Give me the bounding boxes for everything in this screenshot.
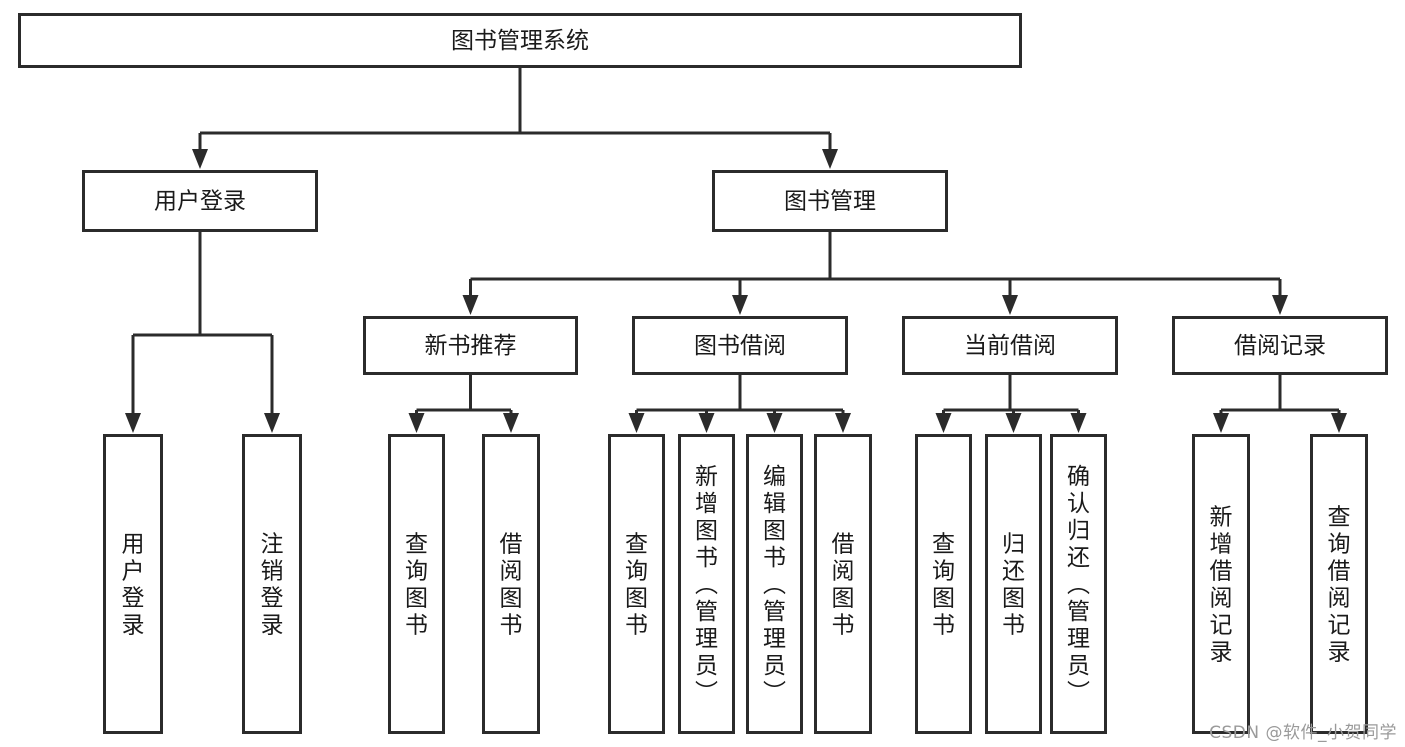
node-box-root[interactable] [18,13,1022,68]
node-box-leaf-user-logout[interactable] [242,434,302,734]
node-box-leaf-current-query-book[interactable] [915,434,972,734]
node-box-leaf-borrow-add-book[interactable] [678,434,735,734]
node-box-leaf-current-confirm-return[interactable] [1050,434,1107,734]
node-box-leaf-rec-query-book[interactable] [388,434,445,734]
arrow-head-icon [408,413,425,433]
node-label-leaf-borrow-borrow-book: 借阅图书 [832,532,855,639]
arrow-head-icon [1272,295,1288,315]
arrow-head-icon [1213,413,1229,433]
node-label-current-borrow: 当前借阅 [964,333,1056,359]
node-label-leaf-current-return-book: 归还图书 [1002,532,1025,639]
node-leaf-borrow-query-book[interactable]: 查询图书 [608,434,665,734]
node-label-leaf-rec-query-book: 查询图书 [405,532,428,639]
node-box-new-book-rec[interactable] [363,316,578,375]
arrow-head-icon [835,413,851,433]
node-label-leaf-user-logout: 注销登录 [261,532,284,639]
node-current-borrow[interactable]: 当前借阅 [902,316,1118,375]
node-user-login[interactable]: 用户登录 [82,170,318,232]
arrow-head-icon [1331,413,1347,433]
node-leaf-rec-query-book[interactable]: 查询图书 [388,434,445,734]
arrow-head-icon [766,413,783,433]
node-layer: 图书管理系统用户登录图书管理新书推荐图书借阅当前借阅借阅记录用户登录注销登录查询… [18,13,1388,734]
node-book-borrow[interactable]: 图书借阅 [632,316,848,375]
node-box-leaf-current-return-book[interactable] [985,434,1042,734]
node-box-leaf-borrow-query-book[interactable] [608,434,665,734]
node-label-leaf-current-query-book: 查询图书 [932,532,955,639]
node-box-leaf-record-add[interactable] [1192,434,1250,734]
node-label-user-login: 用户登录 [154,189,246,215]
node-label-new-book-rec: 新书推荐 [425,333,517,359]
node-label-book-borrow: 图书借阅 [694,333,786,359]
arrow-head-icon [1002,295,1018,315]
node-leaf-current-confirm-return[interactable]: 确认归还︵管理员︶ [1050,434,1107,734]
node-root[interactable]: 图书管理系统 [18,13,1022,68]
arrow-head-icon [698,413,715,433]
arrow-head-icon [462,295,479,315]
node-label-root: 图书管理系统 [451,28,589,54]
node-leaf-user-login[interactable]: 用户登录 [103,434,163,734]
node-leaf-rec-borrow-book[interactable]: 借阅图书 [482,434,540,734]
node-box-leaf-borrow-borrow-book[interactable] [814,434,872,734]
node-box-user-login[interactable] [82,170,318,232]
node-label-leaf-borrow-query-book: 查询图书 [625,532,648,639]
node-leaf-record-query[interactable]: 查询借阅记录 [1310,434,1368,734]
node-label-leaf-record-add: 新增借阅记录 [1210,505,1233,666]
node-leaf-user-logout[interactable]: 注销登录 [242,434,302,734]
node-box-book-borrow[interactable] [632,316,848,375]
node-label-leaf-user-login: 用户登录 [122,532,145,639]
node-box-leaf-user-login[interactable] [103,434,163,734]
node-leaf-current-return-book[interactable]: 归还图书 [985,434,1042,734]
node-box-leaf-record-query[interactable] [1310,434,1368,734]
arrow-head-icon [503,413,519,433]
node-label-leaf-borrow-edit-book: 编辑图书︵管理员︶ [763,464,786,706]
arrow-head-icon [822,149,838,169]
node-book-manage[interactable]: 图书管理 [712,170,948,232]
node-label-borrow-record: 借阅记录 [1234,333,1326,359]
connector-layer [125,68,1347,433]
node-label-leaf-record-query: 查询借阅记录 [1328,505,1351,666]
node-label-book-manage: 图书管理 [784,189,876,215]
arrow-head-icon [125,413,141,433]
node-box-current-borrow[interactable] [902,316,1118,375]
arrow-head-icon [628,413,645,433]
arrow-head-icon [732,295,748,315]
node-box-leaf-borrow-edit-book[interactable] [746,434,803,734]
node-box-borrow-record[interactable] [1172,316,1388,375]
node-box-book-manage[interactable] [712,170,948,232]
node-leaf-record-add[interactable]: 新增借阅记录 [1192,434,1250,734]
arrow-head-icon [1070,413,1087,433]
arrow-head-icon [264,413,280,433]
node-leaf-borrow-borrow-book[interactable]: 借阅图书 [814,434,872,734]
node-label-leaf-rec-borrow-book: 借阅图书 [500,532,523,639]
node-borrow-record[interactable]: 借阅记录 [1172,316,1388,375]
arrow-head-icon [1005,413,1022,433]
node-leaf-current-query-book[interactable]: 查询图书 [915,434,972,734]
node-label-leaf-current-confirm-return: 确认归还︵管理员︶ [1067,464,1090,706]
node-leaf-borrow-add-book[interactable]: 新增图书︵管理员︶ [678,434,735,734]
node-box-leaf-rec-borrow-book[interactable] [482,434,540,734]
node-new-book-rec[interactable]: 新书推荐 [363,316,578,375]
arrow-head-icon [935,413,952,433]
arrow-head-icon [192,149,208,169]
node-label-leaf-borrow-add-book: 新增图书︵管理员︶ [695,464,718,706]
node-leaf-borrow-edit-book[interactable]: 编辑图书︵管理员︶ [746,434,803,734]
